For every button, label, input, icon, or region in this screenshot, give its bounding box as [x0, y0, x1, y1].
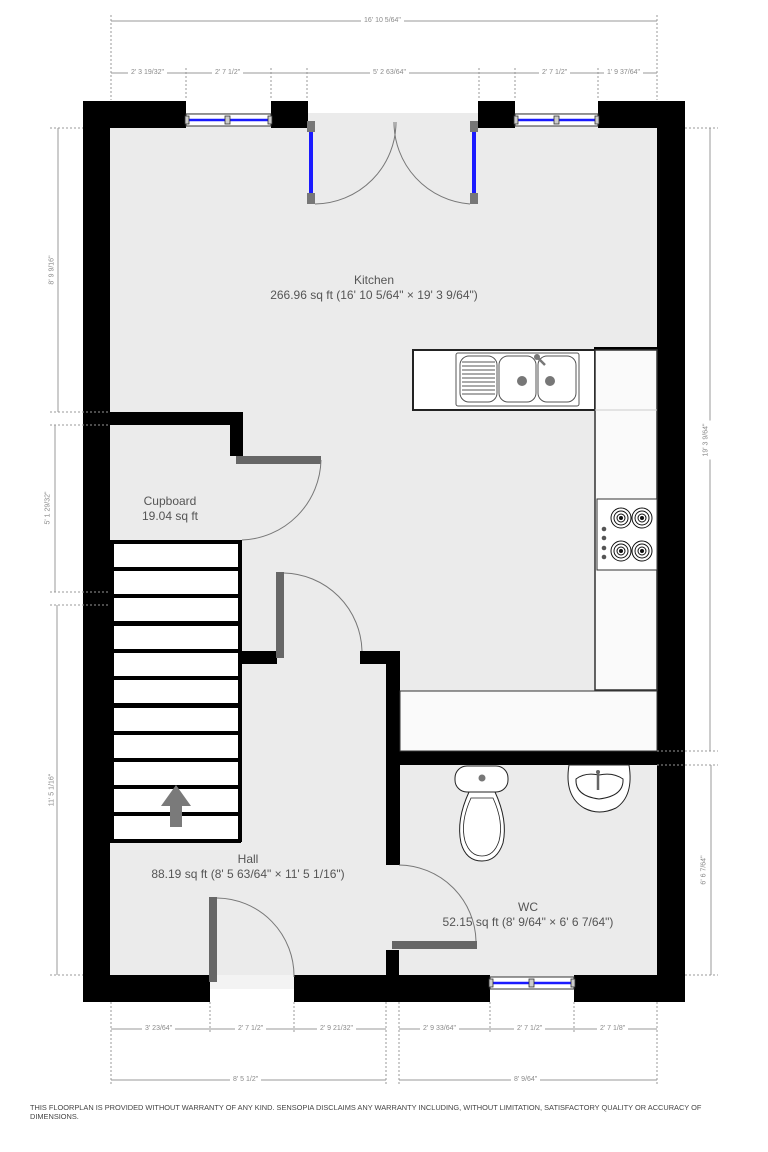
cupboard-door-leaf[interactable] [236, 456, 321, 464]
cupboard-area: 19.04 sq ft [141, 509, 199, 523]
window-wc [488, 976, 576, 990]
wall-bottom-a [83, 975, 210, 1002]
wc-name: WC [517, 900, 538, 914]
cupboard-wall-right-stub [230, 412, 243, 456]
staircase [110, 540, 241, 843]
cupboard-wall-top [110, 412, 243, 425]
hall-wc-partition-lower [386, 950, 399, 980]
dim-bottom-4: 2' 9 33/64" [420, 1025, 460, 1033]
dim-bottom-overall-left: 8' 5 1/2" [230, 1076, 262, 1084]
toilet [454, 765, 509, 862]
side-worktop [594, 347, 658, 691]
dim-top-2: 2' 7 1/2" [212, 69, 244, 77]
disclaimer: THIS FLOORPLAN IS PROVIDED WITHOUT WARRA… [30, 1103, 702, 1121]
wall-left [83, 101, 110, 1002]
front-door-swing [216, 897, 295, 978]
dim-top-4: 2' 7 1/2" [539, 69, 571, 77]
bottom-worktop [399, 690, 658, 752]
wall-bottom-c [574, 975, 685, 1002]
hall-wc-partition-upper [386, 651, 400, 865]
dim-top-3: 5' 2 63/64" [370, 69, 410, 77]
wash-basin [567, 764, 631, 813]
room-label-kitchen: Kitchen 266.96 sq ft (16' 10 5/64" × 19'… [270, 273, 478, 303]
kitchen-name: Kitchen [353, 273, 395, 287]
dim-bottom-2: 2' 7 1/2" [235, 1025, 267, 1033]
wall-top-left-b [271, 101, 308, 128]
sink-worktop [412, 349, 596, 411]
wc-door-leaf[interactable] [392, 941, 477, 949]
dim-bottom-1: 3' 23/64" [142, 1025, 176, 1033]
cupboard-name: Cupboard [143, 494, 197, 508]
stairs-up-arrow-icon [161, 785, 191, 827]
room-label-wc: WC 52.15 sq ft (8' 9/64" × 6' 6 7/64") [443, 900, 614, 930]
kitchen-wc-wall [398, 751, 658, 765]
french-door-threshold [307, 113, 479, 127]
dim-top-5: 1' 9 37/64" [604, 69, 644, 77]
kitchen-hall-door-swing [283, 572, 363, 652]
front-door-leaf[interactable] [209, 897, 217, 982]
hob-rings [610, 507, 653, 562]
dim-bottom-5: 2' 7 1/2" [514, 1025, 546, 1033]
room-label-cupboard: Cupboard 19.04 sq ft [142, 494, 198, 524]
cupboard-door-swing [241, 459, 322, 541]
dim-top-overall: 16' 10 5/64" [361, 17, 404, 25]
dim-bottom-overall-right: 8' 9/64" [511, 1076, 541, 1084]
dim-right-2: 6' 6 7/64" [700, 852, 709, 888]
dim-left-3: 11' 5 1/16" [48, 770, 57, 810]
dim-bottom-6: 2' 7 1/8" [597, 1025, 629, 1033]
kitchen-area: 266.96 sq ft (16' 10 5/64" × 19' 3 9/64"… [270, 288, 478, 302]
hall-wall-stub-left [242, 651, 277, 664]
wc-area: 52.15 sq ft (8' 9/64" × 6' 6 7/64") [442, 915, 614, 929]
dim-left-1: 8' 9 9/16" [48, 252, 57, 288]
wall-right [657, 101, 685, 1002]
french-doors[interactable] [307, 121, 478, 205]
wc-door-swing [398, 864, 477, 942]
kitchen-hall-door-leaf[interactable] [276, 572, 284, 658]
hall-area: 88.19 sq ft (8' 5 63/64" × 11' 5 1/16") [151, 867, 345, 881]
dim-bottom-3: 2' 9 21/32" [317, 1025, 357, 1033]
entry-threshold [210, 975, 294, 989]
hall-name: Hall [237, 852, 259, 866]
window-top-left [184, 113, 273, 127]
wall-top-right-a [478, 101, 515, 128]
window-top-right [513, 113, 600, 127]
room-label-hall: Hall 88.19 sq ft (8' 5 63/64" × 11' 5 1/… [151, 852, 344, 882]
dim-left-2: 5' 1 29/32" [44, 488, 53, 528]
dim-right-1: 19' 3 9/64" [702, 420, 711, 460]
dim-top-1: 2' 3 19/32" [128, 69, 168, 77]
